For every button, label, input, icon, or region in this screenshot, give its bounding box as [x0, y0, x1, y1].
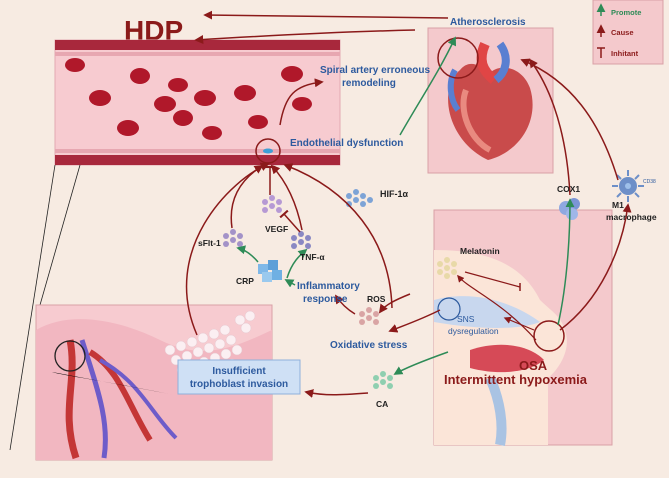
head-illustration: [433, 209, 613, 446]
cd38-label: CD38: [643, 179, 656, 185]
crp-protein-icon: [258, 260, 282, 282]
tnf-molecule-icon: [291, 231, 311, 249]
atherosclerosis-label: Atherosclerosis: [450, 17, 526, 28]
atherosclerosis-focus-circle: [437, 37, 479, 79]
ca-molecule-icon: [373, 371, 393, 389]
blood-vessel-illustration: [54, 39, 341, 166]
sflt-label: sFlt-1: [198, 238, 221, 248]
heart-illustration: [427, 27, 554, 174]
inflammatory-label-line1: Inflammatory: [297, 281, 360, 292]
cox1-label: COX1: [557, 184, 580, 194]
vegf-label: VEGF: [265, 224, 288, 234]
endothelial-label: Endothelial dysfunction: [290, 138, 403, 149]
inflammatory-label-line2: response: [303, 294, 348, 305]
m1-macrophage-icon: [612, 170, 644, 202]
osa-focus-circle: [533, 320, 565, 352]
spiral-artery-label-line1: Spiral artery erroneous: [320, 65, 430, 76]
m1-label-line2: macrophage: [606, 212, 657, 222]
oxidative-stress-label: Oxidative stress: [330, 340, 408, 351]
ros-molecule-icon: [359, 307, 379, 325]
tnf-label: TNF-α: [300, 252, 325, 262]
red-blood-cells: [65, 58, 312, 140]
trophoblast-label-line2: trophoblast invasion: [190, 379, 288, 390]
molecule-icons: [223, 170, 644, 389]
ros-label: ROS: [367, 294, 386, 304]
legend-inhibit-icon: [597, 47, 605, 58]
sns-label-line1: SNS: [457, 314, 475, 324]
spiral-artery-label-line2: remodeling: [342, 78, 396, 89]
melatonin-molecule-icon: [437, 257, 457, 279]
hif-molecule-icon: [346, 189, 373, 207]
spiral-artery-focus-circle: [54, 340, 86, 372]
osa-label: OSA: [519, 358, 548, 373]
ca-label: CA: [376, 399, 388, 409]
legend: Promote Cause Inhitant: [592, 0, 664, 65]
sflt-molecule-icon: [223, 229, 243, 247]
legend-cause-label: Cause: [611, 28, 634, 37]
trophoblast-label-box: [177, 359, 301, 395]
sns-label-line2: dysregulation: [448, 326, 499, 336]
hypoxemia-label: Intermittent hypoxemia: [444, 372, 588, 387]
pathway-arrows: [52, 10, 632, 398]
trophoblast-label-line1: Insufficient: [212, 366, 266, 377]
hif-label: HIF-1α: [380, 189, 409, 199]
crp-label: CRP: [236, 276, 254, 286]
legend-promote-label: Promote: [611, 8, 641, 17]
legend-inhibit-label: Inhitant: [611, 49, 639, 58]
melatonin-label: Melatonin: [460, 246, 500, 256]
vegf-molecule-icon: [262, 195, 282, 213]
m1-label-line1: M1: [612, 200, 624, 210]
pathway-labels: Atherosclerosis Spiral artery erroneous …: [177, 17, 657, 409]
